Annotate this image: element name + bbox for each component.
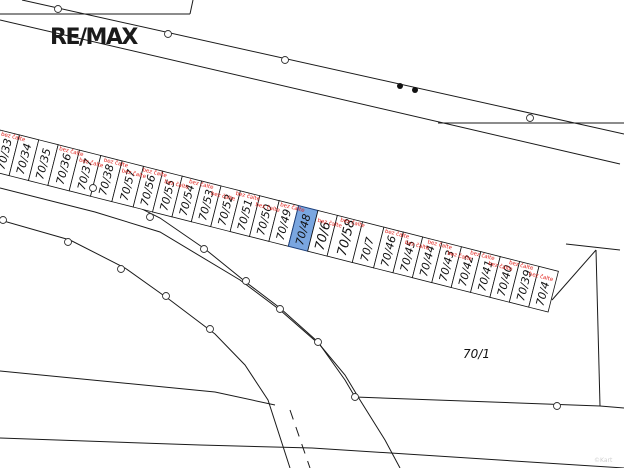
remax-logo: RE/MAX — [50, 25, 140, 50]
parcel-label: 70/6 — [313, 220, 335, 252]
logo-text: RE/MAX — [50, 25, 138, 50]
survey-points — [0, 5, 561, 410]
parcel-strip[interactable] — [0, 129, 559, 313]
parcel-label: 70/7 — [358, 236, 377, 263]
road-lines — [0, 0, 624, 165]
main-parcel-label: 70/1 — [463, 347, 490, 361]
watermark: ©Kart — [594, 457, 613, 464]
parcel-label: 70/4 — [534, 280, 553, 307]
boundary-lines — [0, 187, 624, 468]
